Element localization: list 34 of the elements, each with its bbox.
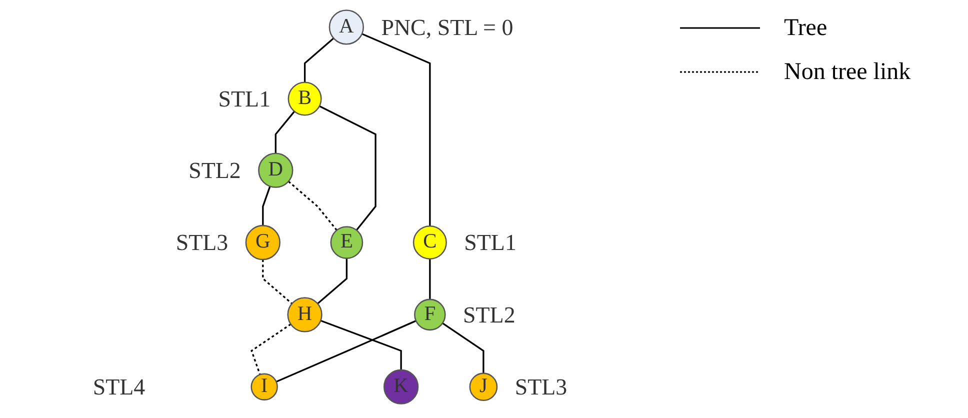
node-circle: J [469,372,498,402]
node-circle: F [414,298,446,331]
tree-link [320,320,402,370]
tree-link [262,186,271,226]
node-circle: B [288,82,322,116]
tree-link [429,258,431,300]
tree-link [274,110,296,154]
tree-link [276,320,416,382]
tree-link [442,322,484,374]
level-label: STL2 [188,158,241,183]
node-circle: K [383,369,419,404]
level-label: STL2 [463,302,516,328]
tree-link [362,33,431,226]
dotted-link [250,324,292,375]
dotted-link [288,180,338,231]
tree-link [319,105,376,231]
level-label: STL3 [514,374,568,400]
node-circle: D [258,152,294,188]
level-label: STL1 [218,86,271,112]
node-circle: I [250,373,278,400]
level-label: STL3 [176,230,228,256]
node-circle: H [287,297,322,332]
level-label: PNC, STL = 0 [381,14,514,40]
legend-text: Tree [784,14,828,42]
legend-text: Non tree link [784,58,911,86]
node-circle: E [330,226,364,259]
level-label: STL4 [92,374,146,400]
dotted-link [262,259,292,304]
node-circle: C [412,226,447,260]
tree-link [317,258,348,304]
node-circle: G [245,224,280,260]
node-circle: A [328,10,364,45]
tree-link [304,38,334,82]
level-label: STL1 [464,230,516,256]
